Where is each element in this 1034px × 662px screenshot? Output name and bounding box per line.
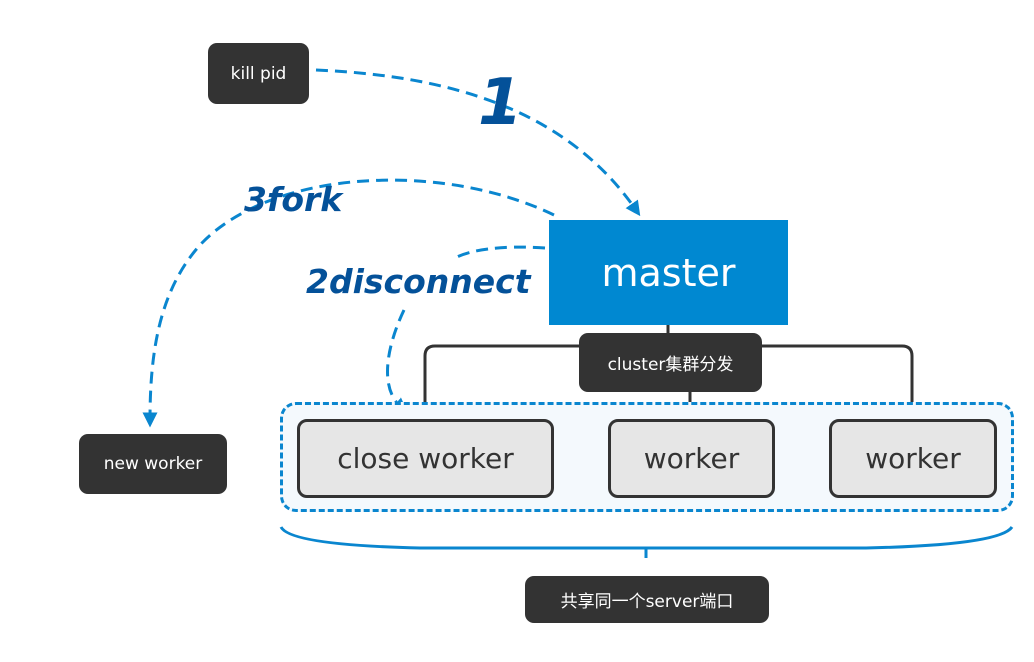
worker-label: worker — [865, 442, 961, 475]
step-1-label: 1 — [478, 66, 523, 140]
cluster-node[interactable]: cluster集群分发 — [579, 333, 762, 392]
master-label: master — [601, 250, 736, 295]
worker-node[interactable]: worker — [608, 419, 775, 498]
kill-to-master-arrow — [315, 68, 641, 217]
close-worker-node[interactable]: close worker — [297, 419, 554, 498]
close-worker-label: close worker — [337, 442, 514, 475]
shared-port-node[interactable]: 共享同一个server端口 — [525, 576, 769, 623]
kill-pid-label: kill pid — [230, 63, 287, 84]
worker-node[interactable]: worker — [829, 419, 997, 498]
worker-label: worker — [643, 442, 740, 475]
new-worker-node[interactable]: new worker — [79, 434, 227, 494]
step-2-label: 2disconnect — [306, 262, 531, 301]
cluster-label: cluster集群分发 — [607, 355, 734, 375]
kill-pid-node[interactable]: kill pid — [208, 43, 309, 104]
step-3-label: 3fork — [244, 180, 343, 219]
new-worker-label: new worker — [103, 454, 203, 474]
master-to-close-worker-arrow — [386, 245, 546, 408]
group-brace — [279, 525, 1014, 550]
master-node[interactable]: master — [549, 220, 788, 325]
master-to-new-worker-arrow — [142, 178, 555, 428]
shared-port-label: 共享同一个server端口 — [560, 592, 734, 612]
cluster-tree-line — [423, 344, 914, 420]
